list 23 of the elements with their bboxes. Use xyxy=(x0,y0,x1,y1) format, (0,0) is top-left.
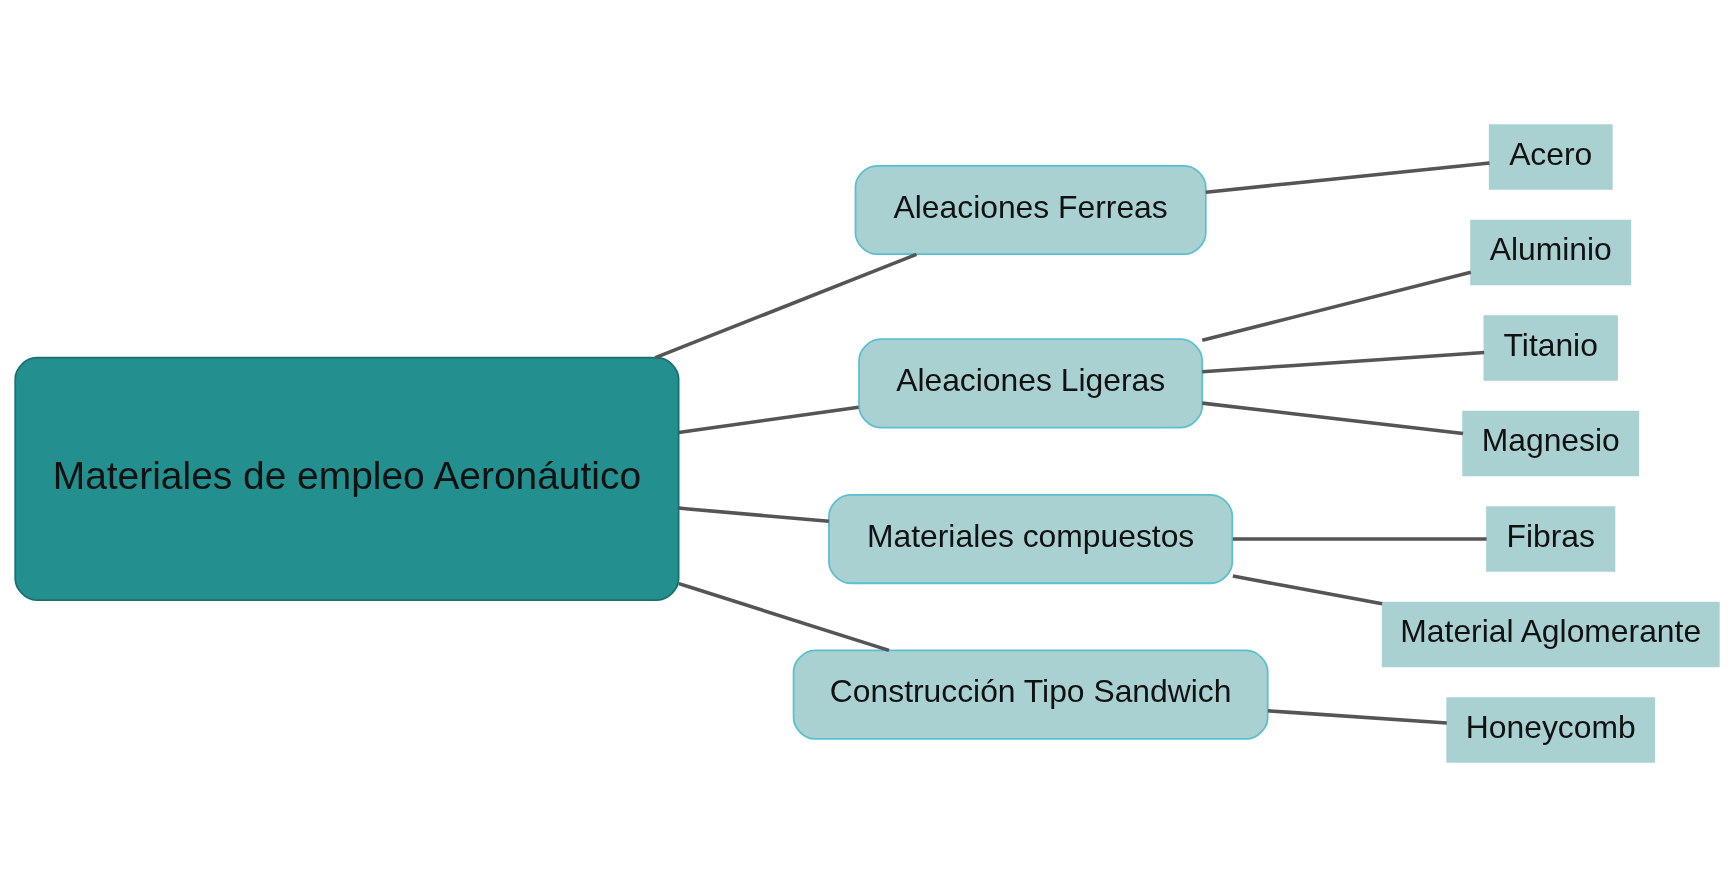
node-box: Titanio xyxy=(1483,314,1618,381)
node-box: Honeycomb xyxy=(1446,696,1656,763)
node-box: Construcción Tipo Sandwich xyxy=(792,649,1269,740)
connector xyxy=(1232,536,1487,541)
connector xyxy=(1202,400,1464,435)
connector xyxy=(678,405,859,434)
connector xyxy=(1232,573,1383,605)
node-box: Material Aglomerante xyxy=(1381,601,1720,667)
node-box: Materiales de empleo Aeronáutico xyxy=(14,356,680,601)
connector xyxy=(1202,350,1485,373)
node-box: Acero xyxy=(1488,123,1613,190)
node-box: Aluminio xyxy=(1470,219,1632,285)
node-box: Materiales compuestos xyxy=(828,493,1234,584)
connector xyxy=(1205,160,1490,194)
node-box: Fibras xyxy=(1486,505,1616,572)
connector xyxy=(1201,270,1472,342)
node-box: Aleaciones Ligeras xyxy=(858,337,1204,428)
node-box: Magnesio xyxy=(1462,410,1640,476)
connector xyxy=(654,252,918,359)
connector xyxy=(678,581,890,652)
connector xyxy=(678,505,830,523)
connector xyxy=(1267,708,1447,725)
node-box: Aleaciones Ferreas xyxy=(854,164,1207,255)
